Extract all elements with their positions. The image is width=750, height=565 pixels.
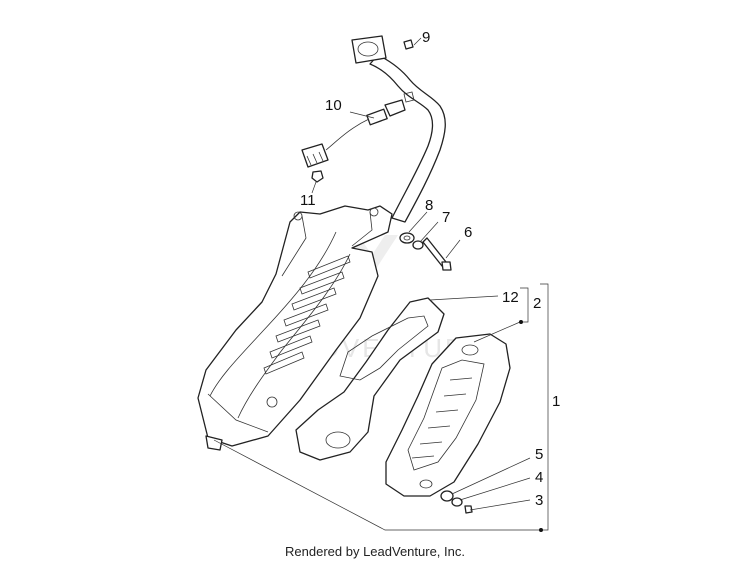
footer-credit: Rendered by LeadVenture, Inc. — [285, 544, 465, 559]
mounting-hardware — [399, 232, 452, 271]
callout-10: 10 — [325, 97, 342, 114]
lambda-sensor — [301, 99, 406, 168]
callout-2: 2 — [533, 295, 541, 312]
callout-9: 9 — [422, 29, 430, 46]
callout-6: 6 — [464, 224, 472, 241]
callout-12: 12 — [502, 289, 519, 306]
callout-1: 1 — [552, 393, 560, 410]
callout-5: 5 — [535, 446, 543, 463]
callout-4: 4 — [535, 469, 543, 486]
muffler — [197, 205, 393, 451]
callout-8: 8 — [425, 197, 433, 214]
guard-hardware — [440, 490, 473, 514]
heat-shield-gasket — [295, 297, 445, 461]
leader-lines — [213, 37, 549, 532]
heat-ribs — [263, 255, 351, 375]
cable-clip — [311, 170, 324, 183]
callout-3: 3 — [535, 492, 543, 509]
exhaust-pipe — [351, 35, 446, 223]
callout-11: 11 — [300, 192, 316, 209]
callout-7: 7 — [442, 209, 450, 226]
heat-guard — [385, 333, 511, 497]
callout-labels: 1 2 3 4 5 6 7 8 9 10 11 12 — [300, 29, 560, 509]
nut — [403, 39, 414, 50]
